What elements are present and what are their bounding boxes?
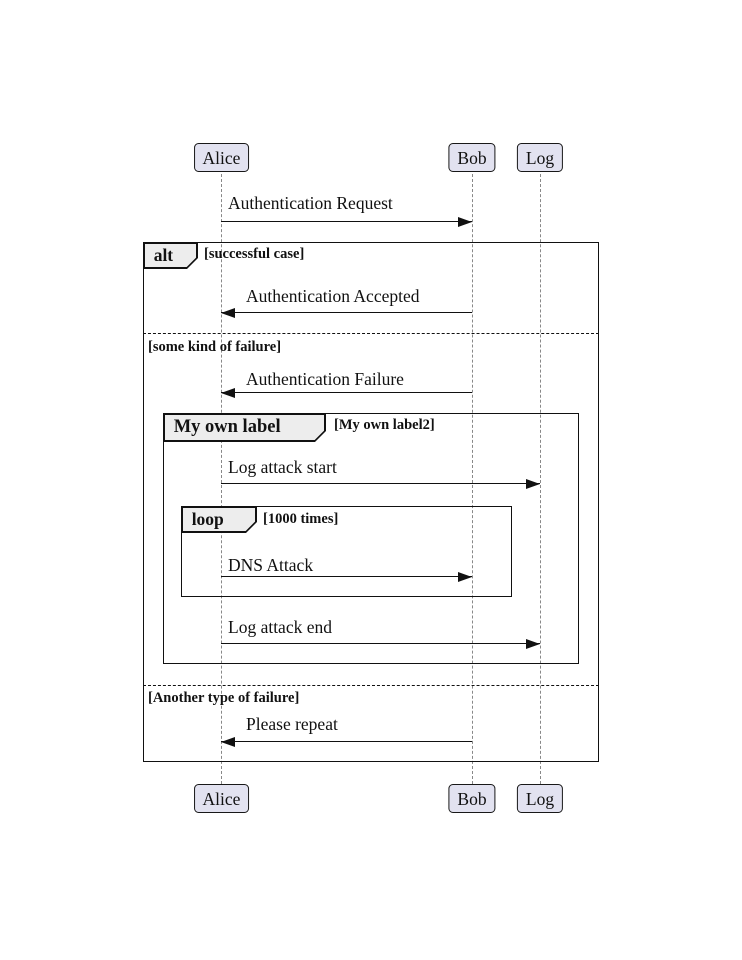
fragment-loop-frame xyxy=(181,506,512,597)
fragment-group-header: My own label xyxy=(163,413,326,442)
message-arrow-authentication-accepted xyxy=(221,308,472,318)
arrow-shaft xyxy=(221,741,472,743)
lifeline-bob xyxy=(472,174,473,784)
arrowhead-right-icon xyxy=(458,217,472,227)
message-arrow-authentication-request xyxy=(221,217,472,227)
arrowhead-left-icon xyxy=(221,737,235,747)
alt-else-label-1: [some kind of failure] xyxy=(148,339,282,355)
message-label-log-attack-start: Log attack start xyxy=(228,457,337,477)
alt-else-divider-2 xyxy=(143,685,599,686)
message-arrow-dns-attack xyxy=(221,572,472,582)
participant-alice-bottom: Alice xyxy=(193,784,250,813)
arrow-shaft xyxy=(221,392,472,394)
message-arrow-authentication-failure xyxy=(221,388,472,398)
fragment-loop-operator: loop xyxy=(183,508,256,532)
arrowhead-right-icon xyxy=(458,572,472,582)
fragment-group-operator: My own label xyxy=(165,415,325,441)
fragment-alt-condition: [successful case] xyxy=(204,246,305,262)
arrow-shaft xyxy=(221,483,540,485)
alt-else-divider-1 xyxy=(143,333,599,334)
arrowhead-right-icon xyxy=(526,639,540,649)
message-label-dns-attack: DNS Attack xyxy=(228,555,314,575)
fragment-group-frame xyxy=(163,413,579,664)
message-label-please-repeat: Please repeat xyxy=(246,714,338,734)
arrow-shaft xyxy=(221,312,472,314)
participant-bob-bottom: Bob xyxy=(448,784,496,813)
message-label-authentication-accepted: Authentication Accepted xyxy=(246,286,420,306)
lifeline-log xyxy=(540,174,541,784)
arrow-shaft xyxy=(221,221,472,223)
arrowhead-left-icon xyxy=(221,388,235,398)
participant-alice-top: Alice xyxy=(193,143,250,172)
participant-bob-top: Bob xyxy=(448,143,496,172)
arrowhead-right-icon xyxy=(526,479,540,489)
message-label-authentication-request: Authentication Request xyxy=(228,193,393,213)
fragment-alt-frame xyxy=(143,242,599,762)
message-arrow-please-repeat xyxy=(221,737,472,747)
fragment-alt-operator: alt xyxy=(145,244,197,268)
arrowhead-left-icon xyxy=(221,308,235,318)
arrow-shaft xyxy=(221,643,540,645)
participant-log-top: Log xyxy=(516,143,564,172)
message-label-log-attack-end: Log attack end xyxy=(228,617,332,637)
message-arrow-log-attack-start xyxy=(221,479,540,489)
message-arrow-log-attack-end xyxy=(221,639,540,649)
lifeline-alice xyxy=(221,174,222,784)
fragment-loop-header: loop xyxy=(181,506,257,533)
fragment-loop-condition: [1000 times] xyxy=(263,511,339,527)
fragment-group-condition: [My own label2] xyxy=(334,417,435,433)
message-label-authentication-failure: Authentication Failure xyxy=(246,369,404,389)
participant-log-bottom: Log xyxy=(516,784,564,813)
alt-else-label-2: [Another type of failure] xyxy=(148,690,300,706)
fragment-alt-header: alt xyxy=(143,242,198,269)
arrow-shaft xyxy=(221,576,472,578)
